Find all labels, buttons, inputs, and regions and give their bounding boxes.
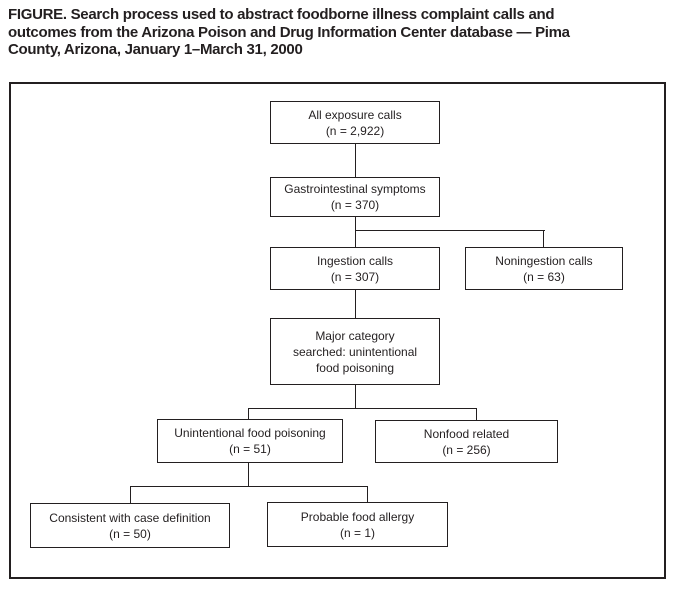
node-label: Unintentional food poisoning [174, 426, 326, 440]
edge-gi-branch-horizontal [355, 230, 545, 231]
edge-majorcategory-branch-horizontal [248, 408, 477, 409]
edge-branch-to-foodallergy [367, 486, 368, 503]
node-label: Nonfood related [423, 426, 510, 441]
node-nonfood-related: Nonfood related (n = 256) [375, 420, 558, 463]
node-label: searched: unintentional [292, 344, 418, 359]
figure-title-line-1: FIGURE. Search process used to abstract … [8, 6, 555, 23]
node-label: food poisoning [315, 360, 395, 375]
edge-majorcategory-down [355, 385, 356, 409]
node-ingestion-calls: Ingestion calls (n = 307) [270, 247, 440, 290]
node-label: Probable food allergy [300, 509, 415, 524]
node-label: Gastrointestinal symptoms [284, 182, 426, 196]
node-probable-food-allergy: Probable food allergy (n = 1) [267, 502, 448, 547]
node-count: (n = 1) [339, 525, 375, 540]
edge-unintentional-branch-horizontal [130, 486, 368, 487]
node-count: (n = 2,922) [325, 123, 385, 138]
node-all-exposure-calls: All exposure calls (n = 2,922) [270, 101, 440, 144]
edge-branch-to-nonfood [476, 408, 477, 421]
node-count: (n = 307) [330, 269, 380, 284]
node-count: (n = 50) [109, 526, 151, 541]
edge-gi-to-ingestion [355, 217, 356, 248]
node-count: (n = 370) [330, 198, 380, 212]
node-consistent-with-case-definition: Consistent with case definition (n = 50) [30, 503, 230, 548]
node-label: All exposure calls [308, 107, 402, 122]
node-major-category-searched: Major category searched: unintentional f… [270, 318, 440, 385]
edge-unintentional-down [248, 463, 249, 487]
node-count: (n = 51) [229, 442, 271, 456]
edge-branch-to-noningestion [543, 230, 544, 248]
node-gastrointestinal-symptoms: Gastrointestinal symptoms (n = 370) [270, 177, 440, 217]
figure-title-line-3: County, Arizona, January 1–March 31, 200… [8, 41, 303, 58]
node-count: (n = 63) [523, 269, 565, 284]
diagram-frame: All exposure calls (n = 2,922) Gastroint… [9, 82, 666, 579]
figure-title-line-2: outcomes from the Arizona Poison and Dru… [8, 23, 570, 41]
node-label: Ingestion calls [316, 253, 394, 268]
node-unintentional-food-poisoning: Unintentional food poisoning (n = 51) [157, 419, 343, 463]
edge-branch-to-unintentional [248, 408, 249, 420]
edge-ingestion-to-majorcategory [355, 290, 356, 319]
edge-branch-to-casedefinition [130, 486, 131, 504]
node-noningestion-calls: Noningestion calls (n = 63) [465, 247, 623, 290]
node-label: Major category [315, 328, 395, 343]
edge-allexposure-to-gi [355, 144, 356, 177]
node-label: Noningestion calls [495, 253, 593, 268]
figure-title: FIGURE. Search process used to abstract … [8, 6, 693, 59]
node-count: (n = 256) [442, 442, 491, 457]
node-label: Consistent with case definition [49, 510, 211, 525]
